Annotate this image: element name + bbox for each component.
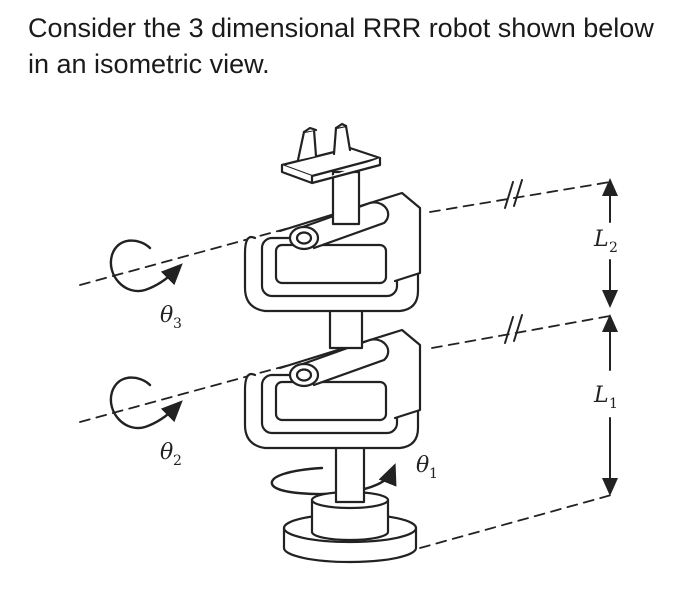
svg-text:2: 2	[173, 453, 182, 469]
rotation-theta1-icon	[270, 463, 397, 496]
svg-text:L: L	[593, 227, 609, 252]
label-theta2: θ 2	[160, 440, 182, 469]
label-theta1: θ 1	[416, 453, 438, 482]
label-theta3: θ 3	[160, 303, 182, 332]
robot-base	[282, 490, 418, 564]
svg-text:3: 3	[173, 316, 182, 332]
question-line-1: Consider the 3 dimensional RRR robot sho…	[28, 13, 654, 43]
svg-text:2: 2	[609, 240, 618, 256]
question-text: Consider the 3 dimensional RRR robot sho…	[28, 10, 678, 82]
svg-text:θ: θ	[160, 440, 173, 465]
svg-text:θ: θ	[416, 453, 429, 478]
dashed-guide-lines	[79, 181, 616, 549]
rotation-theta3-icon	[109, 239, 183, 293]
joint-2-cylinder	[288, 338, 390, 388]
parallel-tick-marks	[504, 179, 523, 344]
top-shaft	[331, 170, 361, 226]
label-L2: L 2	[593, 227, 618, 256]
joint-3-cylinder	[288, 201, 390, 251]
svg-text:θ: θ	[160, 303, 173, 328]
svg-text:1: 1	[609, 396, 618, 412]
gripper-end-effector	[280, 122, 382, 185]
rotation-theta2-icon	[109, 376, 183, 430]
question-line-2: in an isometric view.	[28, 49, 270, 79]
label-L1: L 1	[593, 383, 618, 412]
link-1	[243, 328, 422, 450]
svg-text:L: L	[593, 383, 609, 408]
svg-text:1: 1	[429, 466, 438, 482]
